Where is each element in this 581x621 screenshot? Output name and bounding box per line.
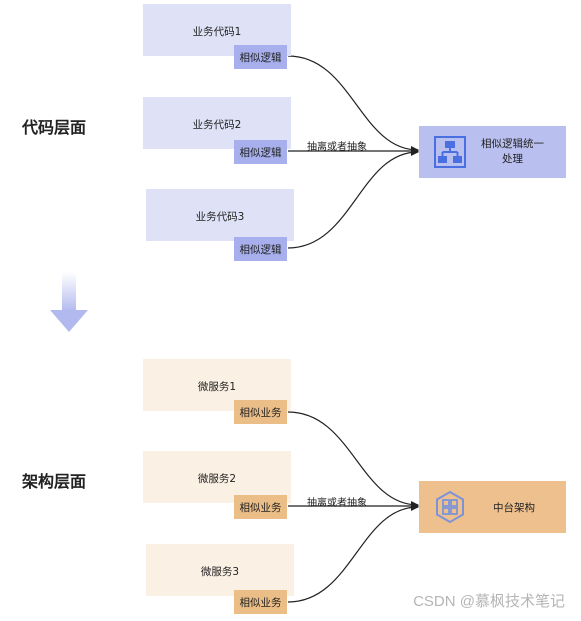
- watermark: CSDN @慕枫技术笔记: [413, 593, 565, 610]
- code-target-box: 相似逻辑统一 处理: [419, 126, 566, 178]
- code-box-3-tag: 相似逻辑: [234, 237, 287, 261]
- arch-box-2: 微服务2: [143, 451, 291, 503]
- code-target-label: 相似逻辑统一 处理: [481, 137, 544, 167]
- arch-target-label: 中台架构: [493, 501, 535, 514]
- connector-arch-3: [287, 503, 419, 603]
- arch-target-box: 中台架构: [419, 481, 566, 533]
- down-arrow-icon: [50, 272, 88, 332]
- connector-code-1: [287, 55, 419, 154]
- code-target-line2: 处理: [502, 153, 523, 165]
- code-box-2-title: 业务代码2: [192, 119, 242, 131]
- arch-box-3-title: 微服务3: [200, 566, 240, 578]
- org-chart-icon: [434, 136, 466, 168]
- arch-box-1-tag: 相似业务: [234, 400, 287, 424]
- code-box-1-tag: 相似逻辑: [234, 45, 287, 69]
- code-box-3-title: 业务代码3: [195, 211, 245, 223]
- arch-edge-label: 抽离或者抽象: [307, 498, 367, 509]
- code-edge-label: 抽离或者抽象: [307, 142, 367, 153]
- code-box-3: 业务代码3: [146, 189, 294, 241]
- grid-hexagon-icon: [436, 490, 464, 524]
- code-box-2-tag: 相似逻辑: [234, 140, 287, 164]
- arch-box-1-title: 微服务1: [197, 381, 237, 393]
- code-target-line1: 相似逻辑统一: [481, 138, 544, 150]
- arch-layer-label: 架构层面: [22, 472, 87, 491]
- arch-box-1: 微服务1: [143, 359, 291, 411]
- connector-code-3: [287, 148, 419, 249]
- arch-box-2-title: 微服务2: [197, 473, 237, 485]
- arch-box-3-tag: 相似业务: [234, 590, 287, 614]
- code-layer-label: 代码层面: [22, 118, 87, 137]
- connector-arch-1: [287, 411, 419, 509]
- arch-box-3: 微服务3: [146, 544, 294, 596]
- code-box-1-title: 业务代码1: [192, 26, 242, 38]
- arch-box-2-tag: 相似业务: [234, 495, 287, 519]
